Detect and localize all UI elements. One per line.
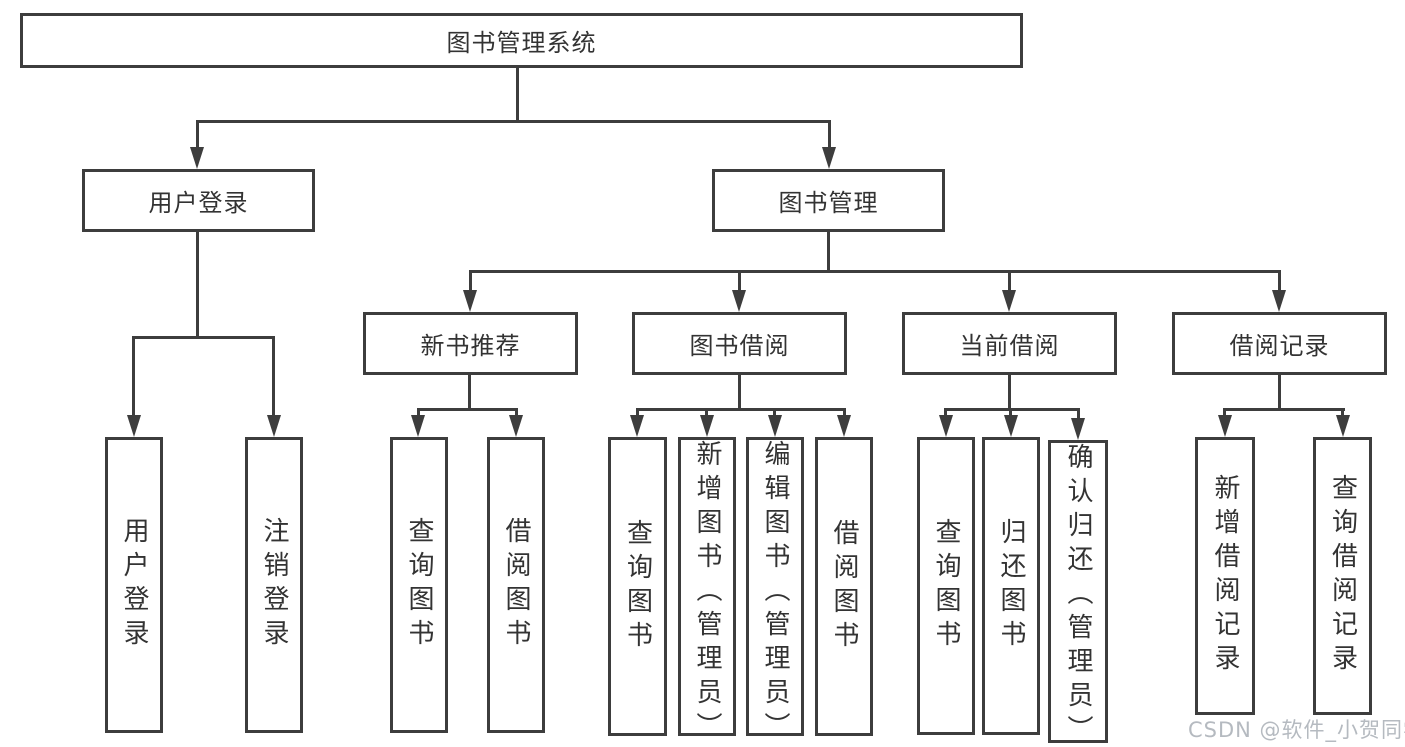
connector-line [843, 408, 846, 418]
connector-line [132, 336, 275, 339]
arrow-down-icon [1004, 415, 1018, 437]
arrow-down-icon [267, 415, 281, 437]
connector-line [773, 408, 776, 418]
arrow-down-icon [837, 415, 851, 437]
node-book-management-branch: 图书管理 [712, 169, 945, 232]
connector-line [196, 232, 199, 336]
connector-line [636, 408, 846, 411]
node-user-login-leaf: 用户登录 [105, 437, 163, 733]
connector-line [1077, 408, 1080, 420]
connector-line [1008, 270, 1011, 294]
connector-line [1341, 408, 1344, 418]
csdn-watermark: CSDN @软件_小贺同学 [1188, 718, 1405, 742]
node-add-borrow-record: 新增借阅记录 [1195, 437, 1255, 715]
connector-line [468, 375, 471, 408]
node-edit-books-admin: 编辑图书（管理员） [746, 437, 804, 746]
connector-line [272, 336, 275, 418]
connector-line [1223, 408, 1345, 411]
arrow-down-icon [1071, 418, 1085, 440]
connector-line [417, 408, 518, 411]
node-borrowing-records: 借阅记录 [1172, 312, 1387, 375]
connector-line [828, 120, 831, 150]
node-query-books-borrowing: 查询图书 [608, 437, 667, 736]
arrow-down-icon [700, 415, 714, 437]
node-logout-leaf: 注销登录 [245, 437, 303, 733]
node-query-books-recommend: 查询图书 [390, 437, 448, 733]
node-book-borrowing: 图书借阅 [632, 312, 847, 375]
connector-line [515, 408, 518, 418]
arrow-down-icon [1272, 290, 1286, 312]
node-current-borrowing: 当前借阅 [902, 312, 1117, 375]
connector-line [469, 270, 472, 294]
node-library-management-system: 图书管理系统 [20, 13, 1023, 68]
connector-line [944, 408, 1080, 411]
connector-line [1278, 270, 1281, 294]
connector-line [705, 408, 708, 418]
arrow-down-icon [1218, 415, 1232, 437]
arrow-down-icon [190, 147, 204, 169]
connector-line [1009, 408, 1012, 418]
connector-line [827, 232, 830, 270]
arrow-down-icon [939, 415, 953, 437]
connector-line [636, 408, 639, 418]
arrow-down-icon [1002, 290, 1016, 312]
arrow-down-icon [509, 415, 523, 437]
connector-line [1278, 375, 1281, 408]
node-confirm-return-admin: 确认归还（管理员） [1048, 440, 1108, 747]
node-user-login-branch: 用户登录 [82, 169, 315, 232]
connector-line [1223, 408, 1226, 418]
arrow-down-icon [732, 290, 746, 312]
arrow-down-icon [127, 415, 141, 437]
node-borrow-books-borrowing: 借阅图书 [815, 437, 873, 736]
node-borrow-books-recommend: 借阅图书 [487, 437, 545, 733]
arrow-down-icon [630, 415, 644, 437]
connector-line [196, 120, 831, 123]
arrow-down-icon [768, 415, 782, 437]
arrow-down-icon [1336, 415, 1350, 437]
connector-line [196, 120, 199, 150]
arrow-down-icon [463, 290, 477, 312]
connector-line [417, 408, 420, 418]
node-add-books-admin: 新增图书（管理员） [678, 437, 736, 746]
connector-line [738, 270, 741, 294]
node-query-borrow-record: 查询借阅记录 [1313, 437, 1372, 715]
arrow-down-icon [411, 415, 425, 437]
connector-line [1008, 375, 1011, 408]
connector-line [944, 408, 947, 418]
connector-line [516, 68, 519, 121]
node-new-book-recommend: 新书推荐 [363, 312, 578, 375]
connector-line [469, 270, 1281, 273]
connector-line [738, 375, 741, 408]
node-query-books-current: 查询图书 [917, 437, 975, 735]
arrow-down-icon [822, 147, 836, 169]
node-return-books: 归还图书 [982, 437, 1040, 735]
connector-line [132, 336, 135, 418]
